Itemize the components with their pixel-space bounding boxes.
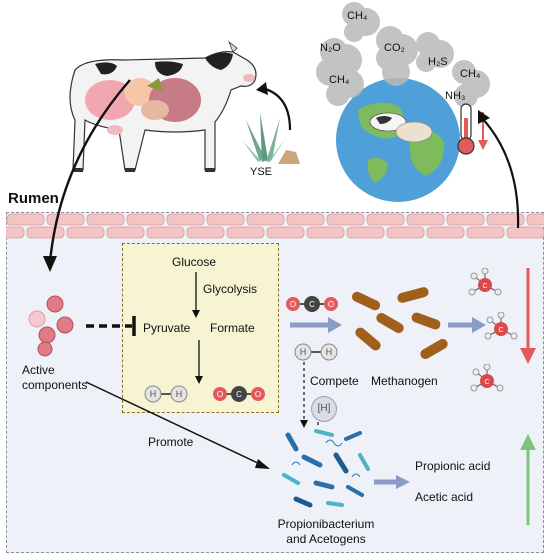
bacteria-label-line1: Propionibacterium bbox=[277, 517, 375, 531]
active-components-label-line1: Active bbox=[22, 363, 55, 377]
yse-label: YSE bbox=[250, 166, 273, 178]
methane-molecule-icon: C bbox=[484, 312, 518, 340]
earth-globe-icon bbox=[336, 78, 460, 202]
epithelium-cell bbox=[366, 213, 405, 226]
gas-label-nh3: NH₃ bbox=[445, 90, 466, 102]
h-bracket-badge: [H] bbox=[311, 396, 337, 422]
epithelium-cell bbox=[446, 213, 485, 226]
svg-text:H: H bbox=[150, 389, 157, 399]
svg-text:H: H bbox=[326, 347, 333, 357]
epithelium-cell bbox=[466, 226, 505, 239]
gas-label-ch4: CH₄ bbox=[329, 74, 350, 86]
methanogen-label: Methanogen bbox=[371, 374, 438, 388]
epithelium-cell bbox=[406, 213, 445, 226]
methane-molecule-icon: C bbox=[468, 268, 502, 296]
epithelium-cell bbox=[146, 226, 185, 239]
epithelium-cell bbox=[306, 226, 345, 239]
h-bracket-label: [H] bbox=[317, 403, 331, 414]
epithelium-cell bbox=[106, 226, 145, 239]
epithelium-cell bbox=[246, 213, 285, 226]
promote-label: Promote bbox=[148, 435, 194, 449]
acetic-acid-label: Acetic acid bbox=[415, 490, 474, 504]
svg-text:O: O bbox=[290, 300, 296, 309]
gas-clouds bbox=[316, 2, 490, 108]
pyruvate-label: Pyruvate bbox=[143, 321, 191, 335]
active-components-icon bbox=[28, 295, 74, 357]
epithelium-cell bbox=[426, 226, 465, 239]
metabolic-pathway-box bbox=[122, 243, 279, 413]
gas-label-ch4: CH₄ bbox=[460, 68, 481, 80]
epithelium-cell bbox=[526, 213, 544, 226]
co2-molecule-icon: O C O bbox=[213, 386, 265, 402]
epithelium-cell bbox=[226, 226, 265, 239]
epithelium-cell bbox=[166, 213, 205, 226]
epithelium-cell bbox=[66, 226, 105, 239]
gas-label-n2o: N₂O bbox=[320, 42, 341, 54]
epithelium-cell bbox=[6, 226, 25, 239]
svg-text:O: O bbox=[255, 390, 261, 399]
active-components-label-line2: components bbox=[22, 378, 88, 392]
svg-text:C: C bbox=[482, 283, 487, 290]
compete-label: Compete bbox=[310, 374, 359, 388]
svg-text:C: C bbox=[484, 379, 489, 386]
methanogen-cells bbox=[351, 287, 448, 359]
thermometer-icon bbox=[457, 103, 488, 155]
methane-molecule-icon: C bbox=[470, 364, 504, 392]
gas-label-co2: CO₂ bbox=[384, 42, 405, 54]
bacteria-cluster bbox=[282, 429, 370, 508]
epithelium-cell bbox=[346, 226, 385, 239]
epithelium-cell bbox=[186, 226, 225, 239]
epithelium-cell bbox=[326, 213, 365, 226]
svg-text:C: C bbox=[236, 390, 242, 399]
h2-molecule-icon: H H bbox=[144, 385, 188, 403]
h2-molecule-icon: H H bbox=[294, 343, 338, 361]
epithelium-cell bbox=[506, 226, 544, 239]
gas-label-ch4: CH₄ bbox=[347, 10, 368, 22]
rumen-epithelium bbox=[6, 213, 544, 239]
formate-label: Formate bbox=[210, 321, 255, 335]
epithelium-cell bbox=[206, 213, 245, 226]
epithelium-cell bbox=[486, 213, 525, 226]
cow-illustration bbox=[69, 40, 257, 172]
svg-text:H: H bbox=[300, 347, 307, 357]
yucca-plant-icon bbox=[242, 112, 300, 164]
gas-label-h2s: H₂S bbox=[428, 56, 448, 68]
svg-text:H: H bbox=[176, 389, 183, 399]
epithelium-cell bbox=[286, 213, 325, 226]
co2-molecule-icon: O C O bbox=[286, 296, 338, 312]
glucose-label: Glucose bbox=[172, 255, 217, 269]
epithelium-cell bbox=[6, 213, 45, 226]
epithelium-cell bbox=[126, 213, 165, 226]
svg-text:C: C bbox=[498, 327, 503, 334]
epithelium-cell bbox=[266, 226, 305, 239]
svg-text:C: C bbox=[309, 300, 315, 309]
epithelium-cell bbox=[386, 226, 425, 239]
bacteria-label-line2: and Acetogens bbox=[286, 532, 366, 546]
svg-text:O: O bbox=[328, 300, 334, 309]
svg-text:O: O bbox=[217, 390, 223, 399]
rumen-title: Rumen bbox=[8, 190, 59, 207]
propionic-acid-label: Propionic acid bbox=[415, 459, 491, 473]
glycolysis-label: Glycolysis bbox=[203, 282, 258, 296]
epithelium-cell bbox=[86, 213, 125, 226]
